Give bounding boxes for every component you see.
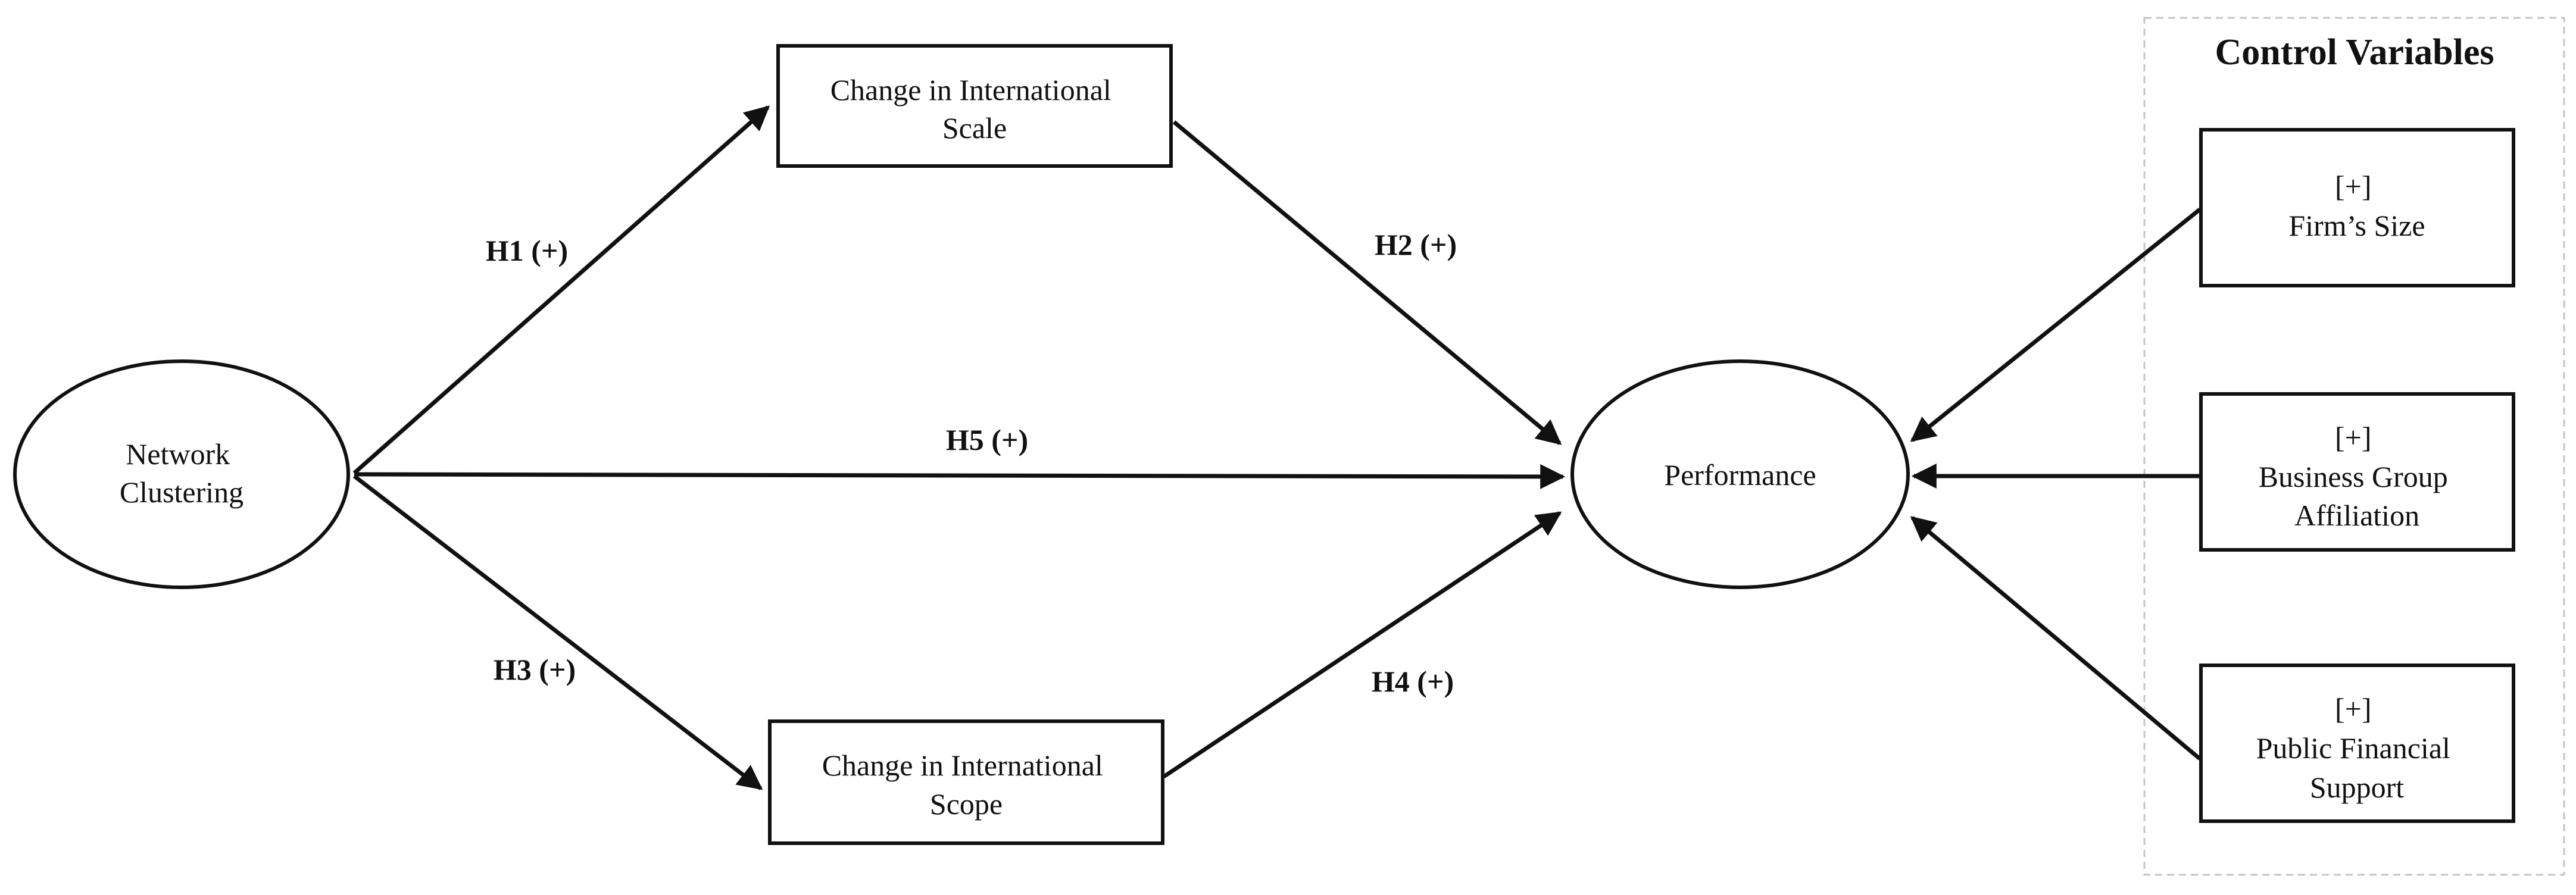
business-group-label-line2: Business Group [2259, 460, 2448, 493]
network-clustering-ellipse [13, 359, 350, 589]
business-group-label: [+] Business Group Affiliation [2259, 421, 2456, 532]
international-scope-label-line2: Scope [930, 787, 1003, 821]
performance-ellipse [1570, 359, 1910, 589]
business-group-box [2199, 392, 2515, 552]
business-group-label-line1: [+] [2335, 421, 2372, 454]
international-scale-node: Change in International Scale [776, 44, 1173, 168]
edge-h4-scope-to-performance [1163, 511, 1562, 778]
firm-size-label-line2: Firm’s Size [2288, 209, 2425, 242]
firm-size-control: [+] Firm’s Size [2199, 128, 2515, 287]
firm-size-box [2199, 128, 2515, 287]
edge-h5-network-to-performance [354, 464, 1566, 489]
control-variables-frame [2143, 17, 2565, 876]
edge-h3-network-to-scope [352, 474, 763, 790]
edge-h1-network-to-scale [352, 105, 770, 475]
international-scope-box [768, 719, 1164, 845]
edge-size-to-performance [1910, 208, 2202, 442]
control-variables-title: Control Variables [2215, 32, 2494, 73]
public-support-label-line1: [+] [2335, 692, 2372, 725]
hypothesis-h1-label: H1 (+) [486, 234, 568, 267]
business-group-control: [+] Business Group Affiliation [2199, 392, 2515, 552]
international-scale-label-line1: Change in International [830, 73, 1111, 107]
business-group-label-line3: Affiliation [2294, 499, 2419, 532]
international-scale-label-line2: Scale [942, 111, 1007, 145]
public-support-control: [+] Public Financial Support [2199, 664, 2515, 823]
international-scope-node: Change in International Scope [768, 719, 1164, 845]
hypothesis-h4-label: H4 (+) [1372, 665, 1454, 698]
international-scope-label: Change in International Scope [822, 749, 1111, 821]
public-support-box [2199, 664, 2515, 823]
network-clustering-label: Network Clustering [120, 437, 243, 509]
edge-h2-scale-to-performance [1172, 120, 1562, 445]
firm-size-label: [+] Firm’s Size [2288, 170, 2425, 242]
network-clustering-label-line2: Clustering [120, 475, 243, 509]
edge-support-to-performance [1910, 516, 2202, 761]
network-clustering-node: Network Clustering [13, 359, 350, 589]
international-scope-label-line1: Change in International [822, 749, 1103, 782]
international-scale-box [776, 44, 1173, 168]
network-clustering-label-line1: Network [126, 437, 230, 471]
public-support-label-line2: Public Financial [2256, 731, 2450, 765]
hypothesis-h3-label: H3 (+) [494, 653, 576, 686]
hypothesis-h5-label: H5 (+) [946, 423, 1028, 456]
performance-label: Performance [1664, 458, 1816, 492]
performance-node: Performance [1570, 359, 1910, 589]
firm-size-label-line1: [+] [2335, 170, 2372, 203]
hypothesis-h2-label: H2 (+) [1375, 228, 1457, 261]
public-support-label: [+] Public Financial Support [2256, 692, 2458, 804]
public-support-label-line3: Support [2310, 771, 2404, 804]
international-scale-label: Change in International Scale [830, 73, 1119, 145]
